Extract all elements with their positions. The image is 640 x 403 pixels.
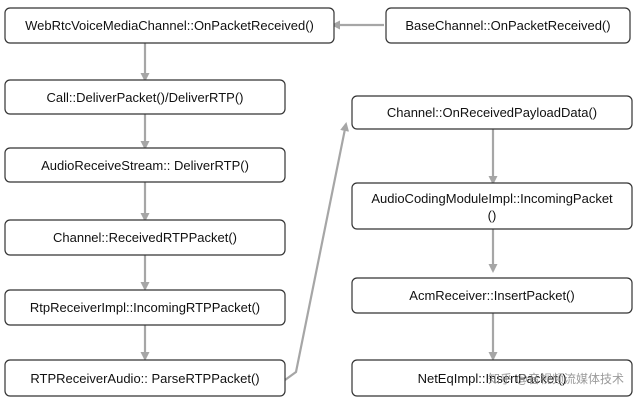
node-call-deliver-box (4, 79, 286, 115)
node-rtp-receiver-audio-label: RTPReceiverAudio:: ParseRTPPacket() (30, 371, 259, 386)
watermark-text: 知乎 @音视频流媒体技术 (488, 371, 624, 386)
node-webrtc-voice-label: WebRtcVoiceMediaChannel::OnPacketReceive… (25, 18, 314, 33)
node-base-channel-label: BaseChannel::OnPacketReceived() (405, 18, 610, 33)
node-acm-receiver-label: AcmReceiver::InsertPacket() (409, 288, 574, 303)
node-call-deliver-label: Call::DeliverPacket()/DeliverRTP() (47, 90, 244, 105)
node-channel-on-payload-box (351, 95, 633, 130)
nodes (4, 7, 633, 397)
node-webrtc-voice-box (4, 7, 335, 44)
node-neteq-label: NetEqImpl::InsertPacket() (418, 371, 567, 386)
node-audio-receive-stream-box (4, 147, 286, 183)
node-rtp-receiver-impl-label: RtpReceiverImpl::IncomingRTPPacket() (30, 300, 260, 315)
node-rtp-receiver-audio-box (4, 359, 286, 397)
arrow-rtpreceiveraudio-to-onpayload (284, 122, 350, 381)
node-audio-receive-stream-label: AudioReceiveStream:: DeliverRTP() (41, 158, 249, 173)
node-channel-received-rtp-label: Channel::ReceivedRTPPacket() (53, 230, 237, 245)
node-base-channel-box (385, 7, 631, 44)
connectors (140, 20, 498, 381)
node-channel-received-rtp-box (4, 219, 286, 256)
node-neteq-box (351, 359, 633, 397)
node-acm-impl-box (351, 182, 633, 230)
node-labels: WebRtcVoiceMediaChannel::OnPacketReceive… (25, 18, 613, 386)
node-acm-receiver-box (351, 277, 633, 314)
node-acm-impl-label-line2: () (488, 208, 497, 223)
node-acm-impl-label-line1: AudioCodingModuleImpl::IncomingPacket (371, 191, 613, 206)
node-channel-on-payload-label: Channel::OnReceivedPayloadData() (387, 105, 597, 120)
node-rtp-receiver-impl-box (4, 289, 286, 326)
